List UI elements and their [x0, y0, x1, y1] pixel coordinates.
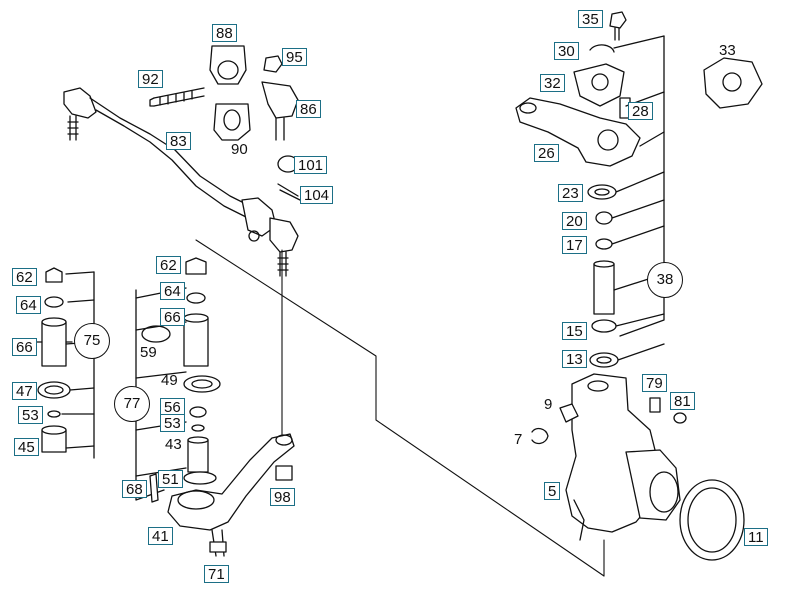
callout-98[interactable]: 98	[270, 488, 295, 506]
callout-62-center[interactable]: 62	[156, 256, 181, 274]
callout-33[interactable]: 33	[719, 42, 736, 59]
clamp-parts-drawing	[149, 45, 301, 201]
callout-79[interactable]: 79	[642, 374, 667, 392]
callout-7[interactable]: 7	[514, 431, 523, 448]
callout-81[interactable]: 81	[670, 392, 695, 410]
callout-43[interactable]: 43	[165, 436, 182, 453]
callout-9[interactable]: 9	[544, 396, 553, 413]
callout-66-left[interactable]: 66	[12, 338, 37, 356]
callout-30[interactable]: 30	[554, 42, 579, 60]
callout-71[interactable]: 71	[204, 565, 229, 583]
callout-51[interactable]: 51	[158, 470, 183, 488]
circled-callout-77[interactable]: 77	[114, 386, 150, 422]
callout-62-left[interactable]: 62	[12, 268, 37, 286]
tie-rod-drawing	[63, 87, 299, 277]
callout-41[interactable]: 41	[148, 527, 173, 545]
callout-86[interactable]: 86	[296, 100, 321, 118]
callout-45[interactable]: 45	[14, 438, 39, 456]
callout-35[interactable]: 35	[578, 10, 603, 28]
callout-95[interactable]: 95	[282, 48, 307, 66]
callout-90[interactable]: 90	[231, 141, 248, 158]
callout-59[interactable]: 59	[140, 344, 157, 361]
callout-88[interactable]: 88	[212, 24, 237, 42]
callout-32[interactable]: 32	[540, 74, 565, 92]
callout-20[interactable]: 20	[562, 212, 587, 230]
callout-47[interactable]: 47	[12, 382, 37, 400]
callout-49[interactable]: 49	[161, 372, 178, 389]
callout-23[interactable]: 23	[558, 184, 583, 202]
callout-17[interactable]: 17	[562, 236, 587, 254]
knuckle-drawing	[531, 373, 745, 561]
callout-13[interactable]: 13	[562, 350, 587, 368]
leader-frame-lines	[195, 239, 605, 577]
callout-28[interactable]: 28	[628, 102, 653, 120]
callout-11[interactable]: 11	[744, 528, 768, 546]
center-column-parts-drawing	[135, 257, 221, 503]
callout-64-center[interactable]: 64	[160, 282, 185, 300]
callout-53-center[interactable]: 53	[160, 414, 185, 432]
callout-101[interactable]: 101	[294, 156, 328, 174]
callout-64-left[interactable]: 64	[16, 296, 41, 314]
callout-66-center[interactable]: 66	[160, 308, 185, 326]
circled-callout-38[interactable]: 38	[647, 262, 683, 298]
callout-83[interactable]: 83	[166, 132, 191, 150]
right-column-parts-drawing	[515, 11, 763, 368]
callout-5[interactable]: 5	[544, 482, 561, 500]
callout-68[interactable]: 68	[122, 480, 147, 498]
left-column-parts-drawing	[35, 267, 95, 459]
callout-15[interactable]: 15	[562, 322, 587, 340]
callout-26[interactable]: 26	[534, 144, 559, 162]
circled-callout-75[interactable]: 75	[74, 323, 110, 359]
callout-53-left[interactable]: 53	[18, 406, 43, 424]
callout-104[interactable]: 104	[300, 186, 334, 204]
drop-arm-drawing	[167, 433, 295, 557]
callout-92[interactable]: 92	[138, 70, 163, 88]
